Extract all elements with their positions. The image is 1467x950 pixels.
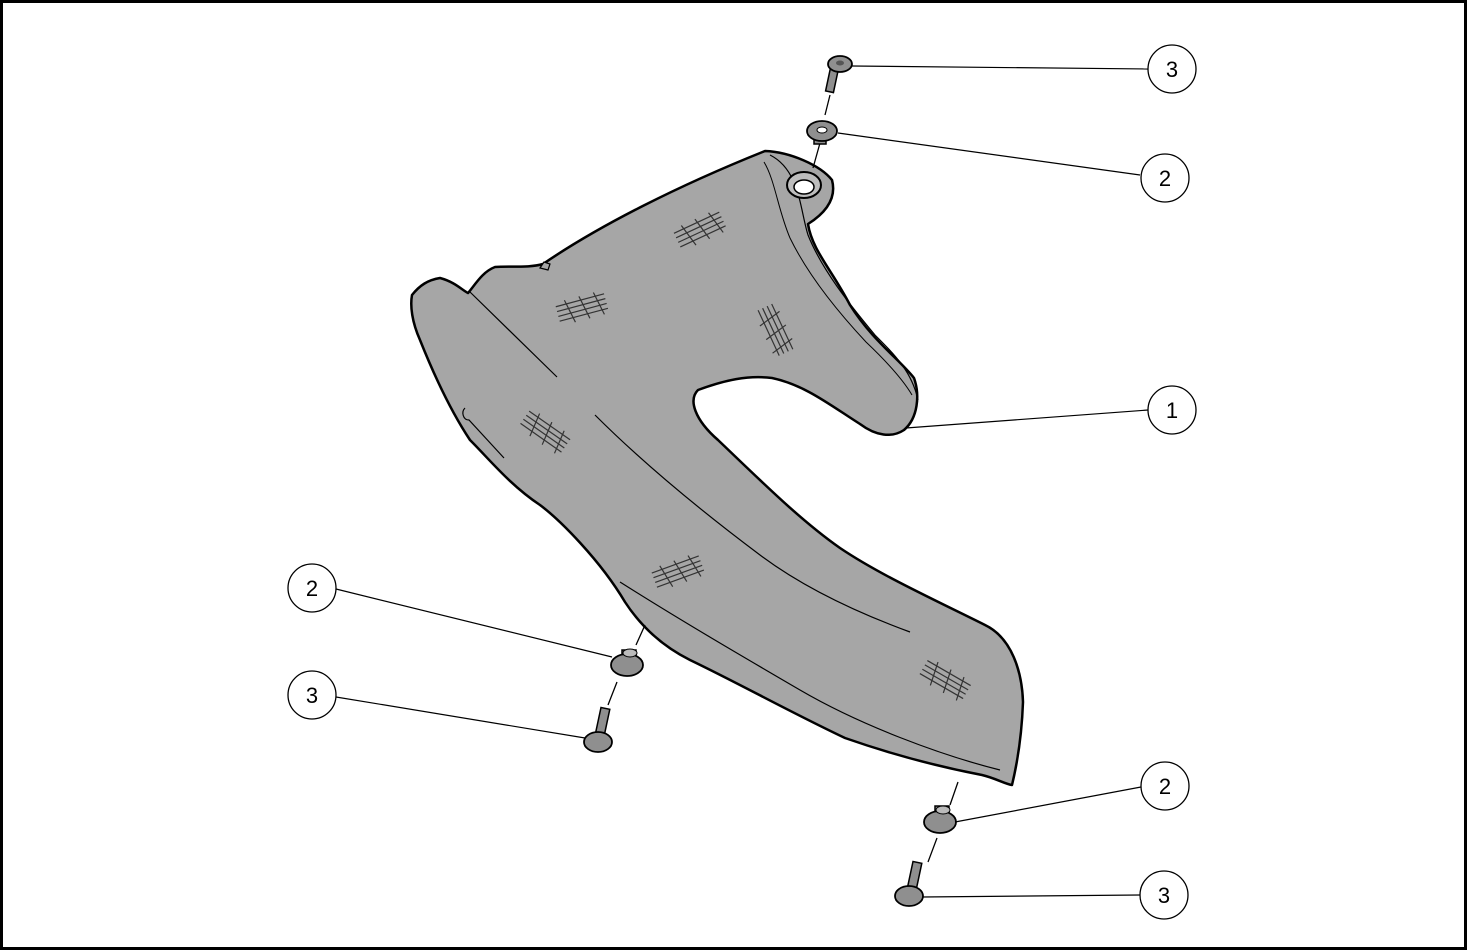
- explode-axis-lines: [607, 94, 959, 863]
- callout-label: 3: [306, 683, 318, 708]
- screw-right: [894, 860, 924, 907]
- screw-left: [583, 706, 613, 753]
- callout-top-washer: 2: [1140, 153, 1190, 203]
- callout-label: 2: [1159, 774, 1171, 799]
- callout-label: 2: [1159, 166, 1171, 191]
- callout-left-washer: 2: [287, 563, 337, 613]
- washer-top: [806, 120, 838, 145]
- callout-guard-plate: 1: [1147, 385, 1197, 435]
- callout-right-washer: 2: [1140, 761, 1190, 811]
- callout-label: 3: [1158, 883, 1170, 908]
- callout-left-screw: 3: [287, 670, 337, 720]
- callout-label: 1: [1166, 398, 1178, 423]
- callout-right-screw: 3: [1139, 870, 1189, 920]
- leader-lines: [335, 65, 1149, 898]
- callout-label: 3: [1166, 57, 1178, 82]
- callout-1-top-screw: 3: [1147, 44, 1197, 94]
- texture-patch-marks: [520, 211, 971, 701]
- callout-label: 2: [306, 576, 318, 601]
- washer-left: [610, 648, 644, 677]
- guard-plate-part: [410, 149, 1025, 787]
- washer-right: [923, 805, 957, 834]
- screw-top: [824, 55, 853, 94]
